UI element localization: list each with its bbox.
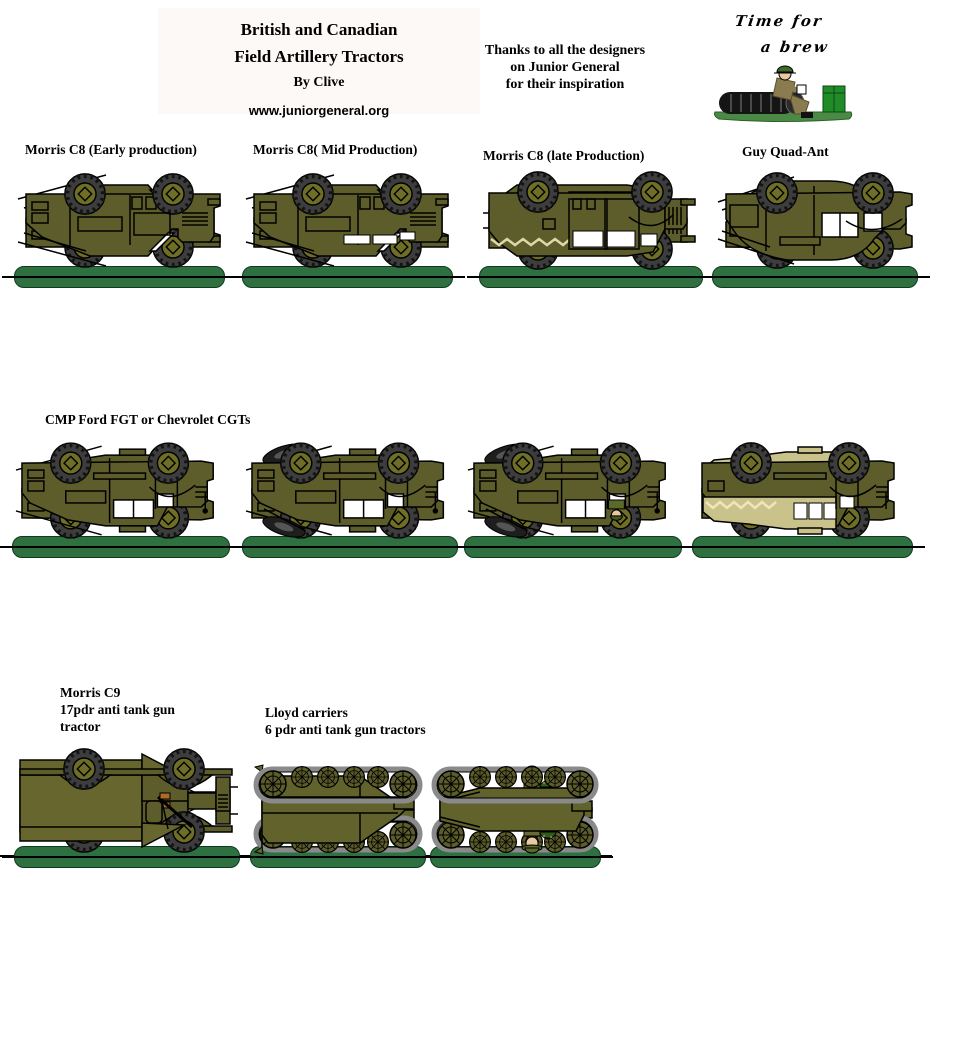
morris-c8-late-mirror xyxy=(477,168,705,273)
cmp-truck-3-mirror xyxy=(462,438,686,543)
fold-base xyxy=(700,266,930,288)
fold-base xyxy=(230,266,465,288)
cmp-truck-1-mirror xyxy=(10,438,234,543)
morris-c8-early-unit xyxy=(2,168,237,384)
label-cmp-trucks: CMP Ford FGT or Chevrolet CGTs xyxy=(45,412,251,427)
lloyd-carrier-covered-unit xyxy=(238,762,438,952)
fold-base xyxy=(452,536,694,558)
morris-c8-mid-unit xyxy=(230,168,465,384)
byline: By Clive xyxy=(293,75,345,90)
label-morris-c9: Morris C9 17pdr anti tank gun tractor xyxy=(60,684,175,735)
lloyd-carrier-covered-mirror xyxy=(248,762,428,857)
morris-c9-label-line1: Morris C9 xyxy=(60,685,121,700)
lloyd-label-line2: 6 pdr anti tank gun tractors xyxy=(265,722,426,737)
sheet-title-line2: Field Artillery Tractors xyxy=(234,47,404,66)
lloyd-carrier-crew-mirror xyxy=(428,762,603,857)
morris-c9-label-line2: 17pdr anti tank gun xyxy=(60,702,175,717)
fold-base xyxy=(0,536,242,558)
cmp-truck-3-unit xyxy=(452,438,694,654)
brew-scene: Time for a brew xyxy=(703,6,873,128)
sheet-title-line1: British and Canadian xyxy=(240,20,398,39)
lloyd-carrier-crew-unit xyxy=(418,762,613,952)
thanks-line3: for their inspiration xyxy=(505,77,625,92)
label-guy-quad-ant: Guy Quad-Ant xyxy=(742,144,829,159)
cmp-truck-2-mirror xyxy=(240,438,464,543)
fold-base xyxy=(2,266,237,288)
morris-c9-unit xyxy=(2,748,252,964)
guy-quad-ant-mirror xyxy=(710,168,920,273)
website-url: www.juniorgeneral.org xyxy=(248,103,390,118)
morris-c9-label-line3: tractor xyxy=(60,719,101,734)
label-morris-c8-mid: Morris C8( Mid Production) xyxy=(253,142,418,157)
morris-c8-late-unit xyxy=(467,168,715,384)
cmp-truck-4-mirror xyxy=(690,438,915,543)
title-box: British and Canadian Field Artillery Tra… xyxy=(158,8,480,118)
thanks-line1: Thanks to all the designers xyxy=(484,43,646,58)
label-morris-c8-early: Morris C8 (Early production) xyxy=(25,142,197,157)
thanks-line2: on Junior General xyxy=(510,60,620,75)
brew-caption-line2: a brew xyxy=(759,38,831,56)
soldier-icon xyxy=(711,62,861,126)
fold-base xyxy=(680,536,925,558)
cmp-truck-1-unit xyxy=(0,438,242,654)
morris-c9-mirror xyxy=(12,748,242,853)
label-lloyd-carriers: Lloyd carriers 6 pdr anti tank gun tract… xyxy=(265,704,426,738)
cmp-truck-4-unit xyxy=(680,438,925,654)
lloyd-label-line1: Lloyd carriers xyxy=(265,705,348,720)
brew-caption-line1: Time for xyxy=(733,12,825,30)
guy-quad-ant-unit xyxy=(700,168,930,384)
cmp-truck-2-unit xyxy=(230,438,470,654)
morris-c8-mid-mirror xyxy=(240,168,455,273)
fold-base xyxy=(467,266,715,288)
label-morris-c8-late: Morris C8 (late Production) xyxy=(483,148,645,163)
thanks-note: Thanks to all the designers on Junior Ge… xyxy=(415,42,715,93)
morris-c8-early-mirror xyxy=(12,168,227,273)
